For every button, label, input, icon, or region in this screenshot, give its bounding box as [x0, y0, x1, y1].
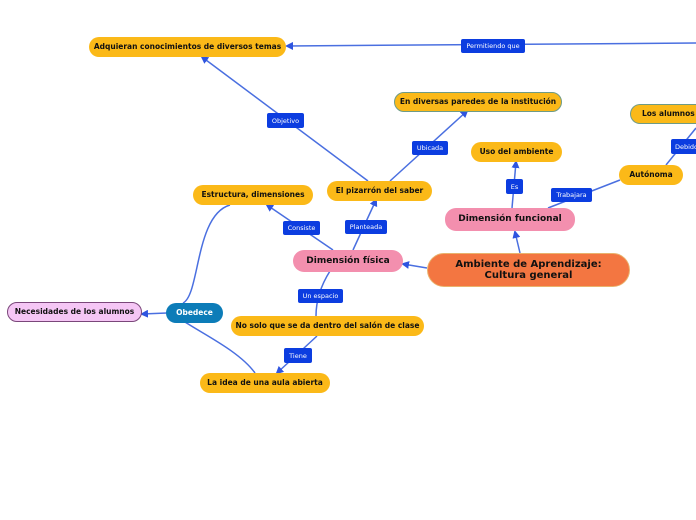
connector-aula-obedece	[184, 321, 256, 374]
uso-ambiente-node[interactable]: Uso del ambiente	[471, 142, 562, 162]
link-label-consiste[interactable]: Consiste	[283, 221, 320, 235]
link-label-objetivo[interactable]: Objetivo	[267, 113, 304, 128]
link-label-trabajara[interactable]: Trabajara	[551, 188, 592, 202]
pizarron-node[interactable]: El pizarrón del saber	[327, 181, 432, 201]
link-label-un-espacio[interactable]: Un espacio	[298, 289, 343, 303]
adquieran-node[interactable]: Adquieran conocimientos de diversos tema…	[89, 37, 286, 57]
estructura-node[interactable]: Estructura, dimensiones	[193, 185, 313, 205]
link-label-es[interactable]: Es	[506, 179, 523, 194]
paredes-node[interactable]: En diversas paredes de la institución	[394, 92, 562, 112]
no-solo-node[interactable]: No solo que se da dentro del salón de cl…	[231, 316, 424, 336]
connector-estructura-obedece	[182, 204, 231, 304]
link-label-planteada[interactable]: Planteada	[345, 220, 387, 234]
link-label-tiene[interactable]: Tiene	[284, 348, 312, 363]
autonoma-node[interactable]: Autónoma	[619, 165, 683, 185]
dimension-funcional-node[interactable]: Dimensión funcional	[445, 208, 575, 231]
necesidades-node[interactable]: Necesidades de los alumnos	[7, 302, 142, 322]
obedece-node[interactable]: Obedece	[166, 303, 223, 323]
connector-obedece-necesidades	[140, 309, 168, 318]
connector-root-fisica	[401, 261, 428, 269]
root-node[interactable]: Ambiente de Aprendizaje: Cultura general	[427, 253, 630, 287]
aula-abierta-node[interactable]: La idea de una aula abierta	[200, 373, 330, 393]
link-label-ubicada[interactable]: Ubicada	[412, 141, 448, 155]
alumnos-partial-node[interactable]: Los alumnos s	[630, 104, 696, 124]
link-label-permitiendo[interactable]: Permitiendo que	[461, 39, 525, 53]
connector-root-funcional	[512, 230, 521, 254]
dimension-fisica-node[interactable]: Dimensión física	[293, 250, 403, 272]
link-label-debido-partial[interactable]: Debido	[671, 139, 696, 154]
